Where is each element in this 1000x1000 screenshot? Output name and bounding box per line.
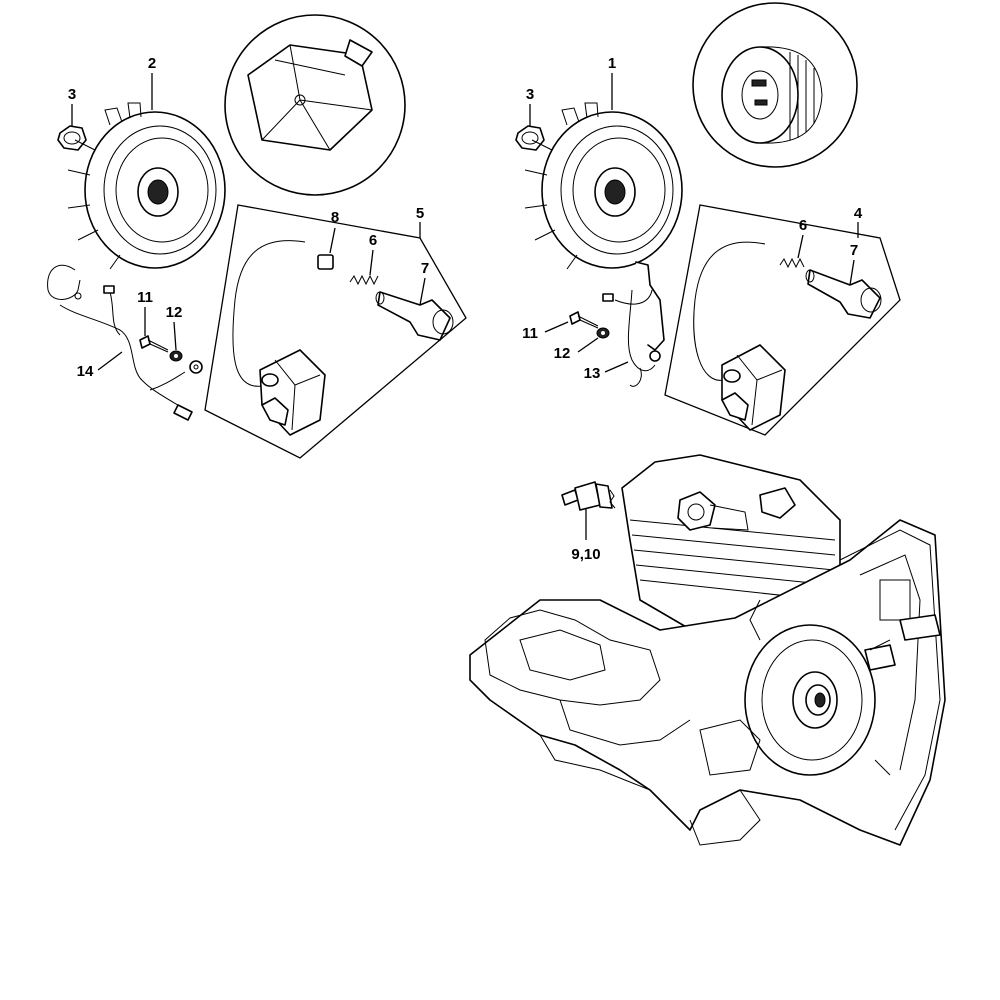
left-cap-part (375, 291, 454, 341)
left-detail-circle (224, 14, 406, 196)
callout-left-cap: 7 (421, 260, 429, 277)
left-flywheel-part (67, 102, 226, 270)
right-detail-circle (692, 2, 858, 168)
callout-right-cap: 7 (850, 242, 858, 259)
right-spring-part (779, 257, 805, 269)
left-washer-part (169, 350, 183, 362)
right-ignition-coil-part (693, 241, 786, 431)
left-sleeve-part (317, 254, 334, 270)
callout-right-spring: 6 (799, 217, 807, 234)
callout-right-wire: 13 (584, 365, 601, 382)
right-cap-part (805, 269, 882, 319)
callout-left-coil-group: 5 (416, 205, 424, 222)
callout-left-washer: 12 (166, 304, 183, 321)
right-nut-part (515, 125, 545, 151)
callout-right-screw: 11 (522, 325, 538, 342)
left-wire-part (47, 264, 203, 421)
callout-left-spring: 6 (369, 232, 377, 249)
callout-left-sleeve: 8 (331, 209, 339, 226)
spark-plug-part (561, 481, 616, 511)
right-screw-part (569, 311, 599, 329)
callout-spark-plug: 9,10 (571, 546, 600, 563)
callout-right-nut: 3 (526, 86, 534, 103)
callout-left-flywheel: 2 (148, 55, 156, 72)
right-flywheel-part (524, 102, 683, 270)
callout-right-washer: 12 (554, 345, 571, 362)
left-spring-part (349, 274, 379, 286)
callout-left-screw: 11 (137, 289, 153, 306)
callout-left-nut: 3 (68, 86, 76, 103)
callout-left-wire: 14 (77, 363, 94, 380)
callout-right-flywheel: 1 (608, 55, 616, 72)
engine-assembly (469, 454, 946, 846)
left-screw-part (139, 335, 169, 353)
left-ignition-coil-part (232, 240, 326, 436)
callout-right-coil-group: 4 (854, 205, 863, 222)
right-washer-part (596, 327, 610, 339)
right-wire-part (602, 261, 665, 387)
left-nut-part (57, 125, 87, 151)
